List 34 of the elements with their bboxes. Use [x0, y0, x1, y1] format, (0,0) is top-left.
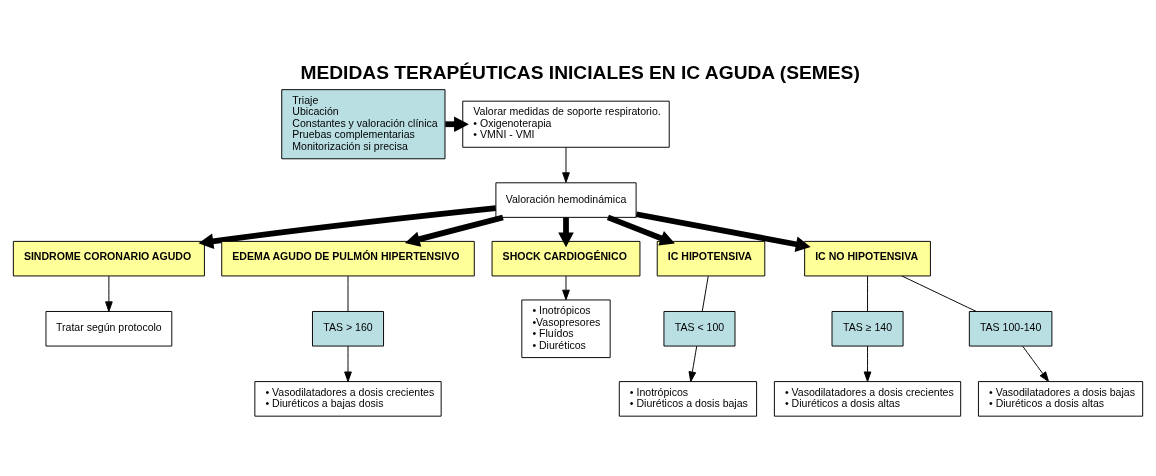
- arrow: [344, 345, 352, 382]
- arrow: [404, 214, 504, 247]
- node-box: • Vasodilatadores a dosis crecientes • Diuréticos a bajas dosis: [254, 380, 442, 417]
- connector: [901, 274, 977, 312]
- node-box: TAS > 160: [312, 310, 385, 347]
- node-box: Valorar medidas de soporte respiratorio. • Oxigenoterapia • VMNI - VMI: [462, 100, 670, 148]
- node-box: IC HIPOTENSIVA: [656, 240, 766, 276]
- node-box: • Inotrópicos • Diuréticos a dosis bajas: [618, 380, 758, 417]
- arrow: [635, 210, 811, 252]
- arrow: [863, 345, 872, 382]
- arrow: [558, 216, 574, 247]
- node-box: TAS < 100: [663, 310, 736, 347]
- node-box: EDEMA AGUDO DE PULMÓN HIPERTENSIVO: [221, 240, 475, 276]
- node-box: Tratar según protocolo: [45, 310, 173, 347]
- connector: [701, 275, 709, 312]
- arrow: [562, 146, 570, 183]
- node-box: SHOCK CARDIOGÉNICO: [491, 240, 641, 276]
- node-box: TAS ≥ 140: [831, 310, 904, 347]
- arrow: [105, 275, 113, 312]
- arrow: [1022, 345, 1050, 382]
- arrow: [562, 275, 570, 300]
- node-box: • Vasodilatadores a dosis crecientes • Diuréticos a dosis altas: [773, 380, 962, 417]
- connector: [867, 275, 868, 312]
- node-box: • Inotrópicos •Vasopresores • Fluídos • Diuréticos: [521, 298, 611, 358]
- node-box: TAS 100-140: [968, 310, 1053, 347]
- arrow: [688, 345, 698, 382]
- node-box: IC NO HIPOTENSIVA: [804, 240, 931, 276]
- node-box: • Vasodilatadores a dosis bajas • Diuréticos a dosis altas: [977, 380, 1144, 417]
- node-box: Triaje Ubicación Constantes y valoración clínica Pruebas complementarias Monitorización si precisa: [281, 88, 446, 159]
- connector: [347, 275, 349, 312]
- node-box: Valoración hemodinámica: [495, 181, 637, 218]
- node-box: SINDROME CORONARIO AGUDO: [12, 240, 205, 276]
- diagram-title: MEDIDAS TERAPÉUTICAS INICIALES EN IC AGUDA (SEMES): [300, 61, 860, 83]
- arrow: [198, 204, 497, 249]
